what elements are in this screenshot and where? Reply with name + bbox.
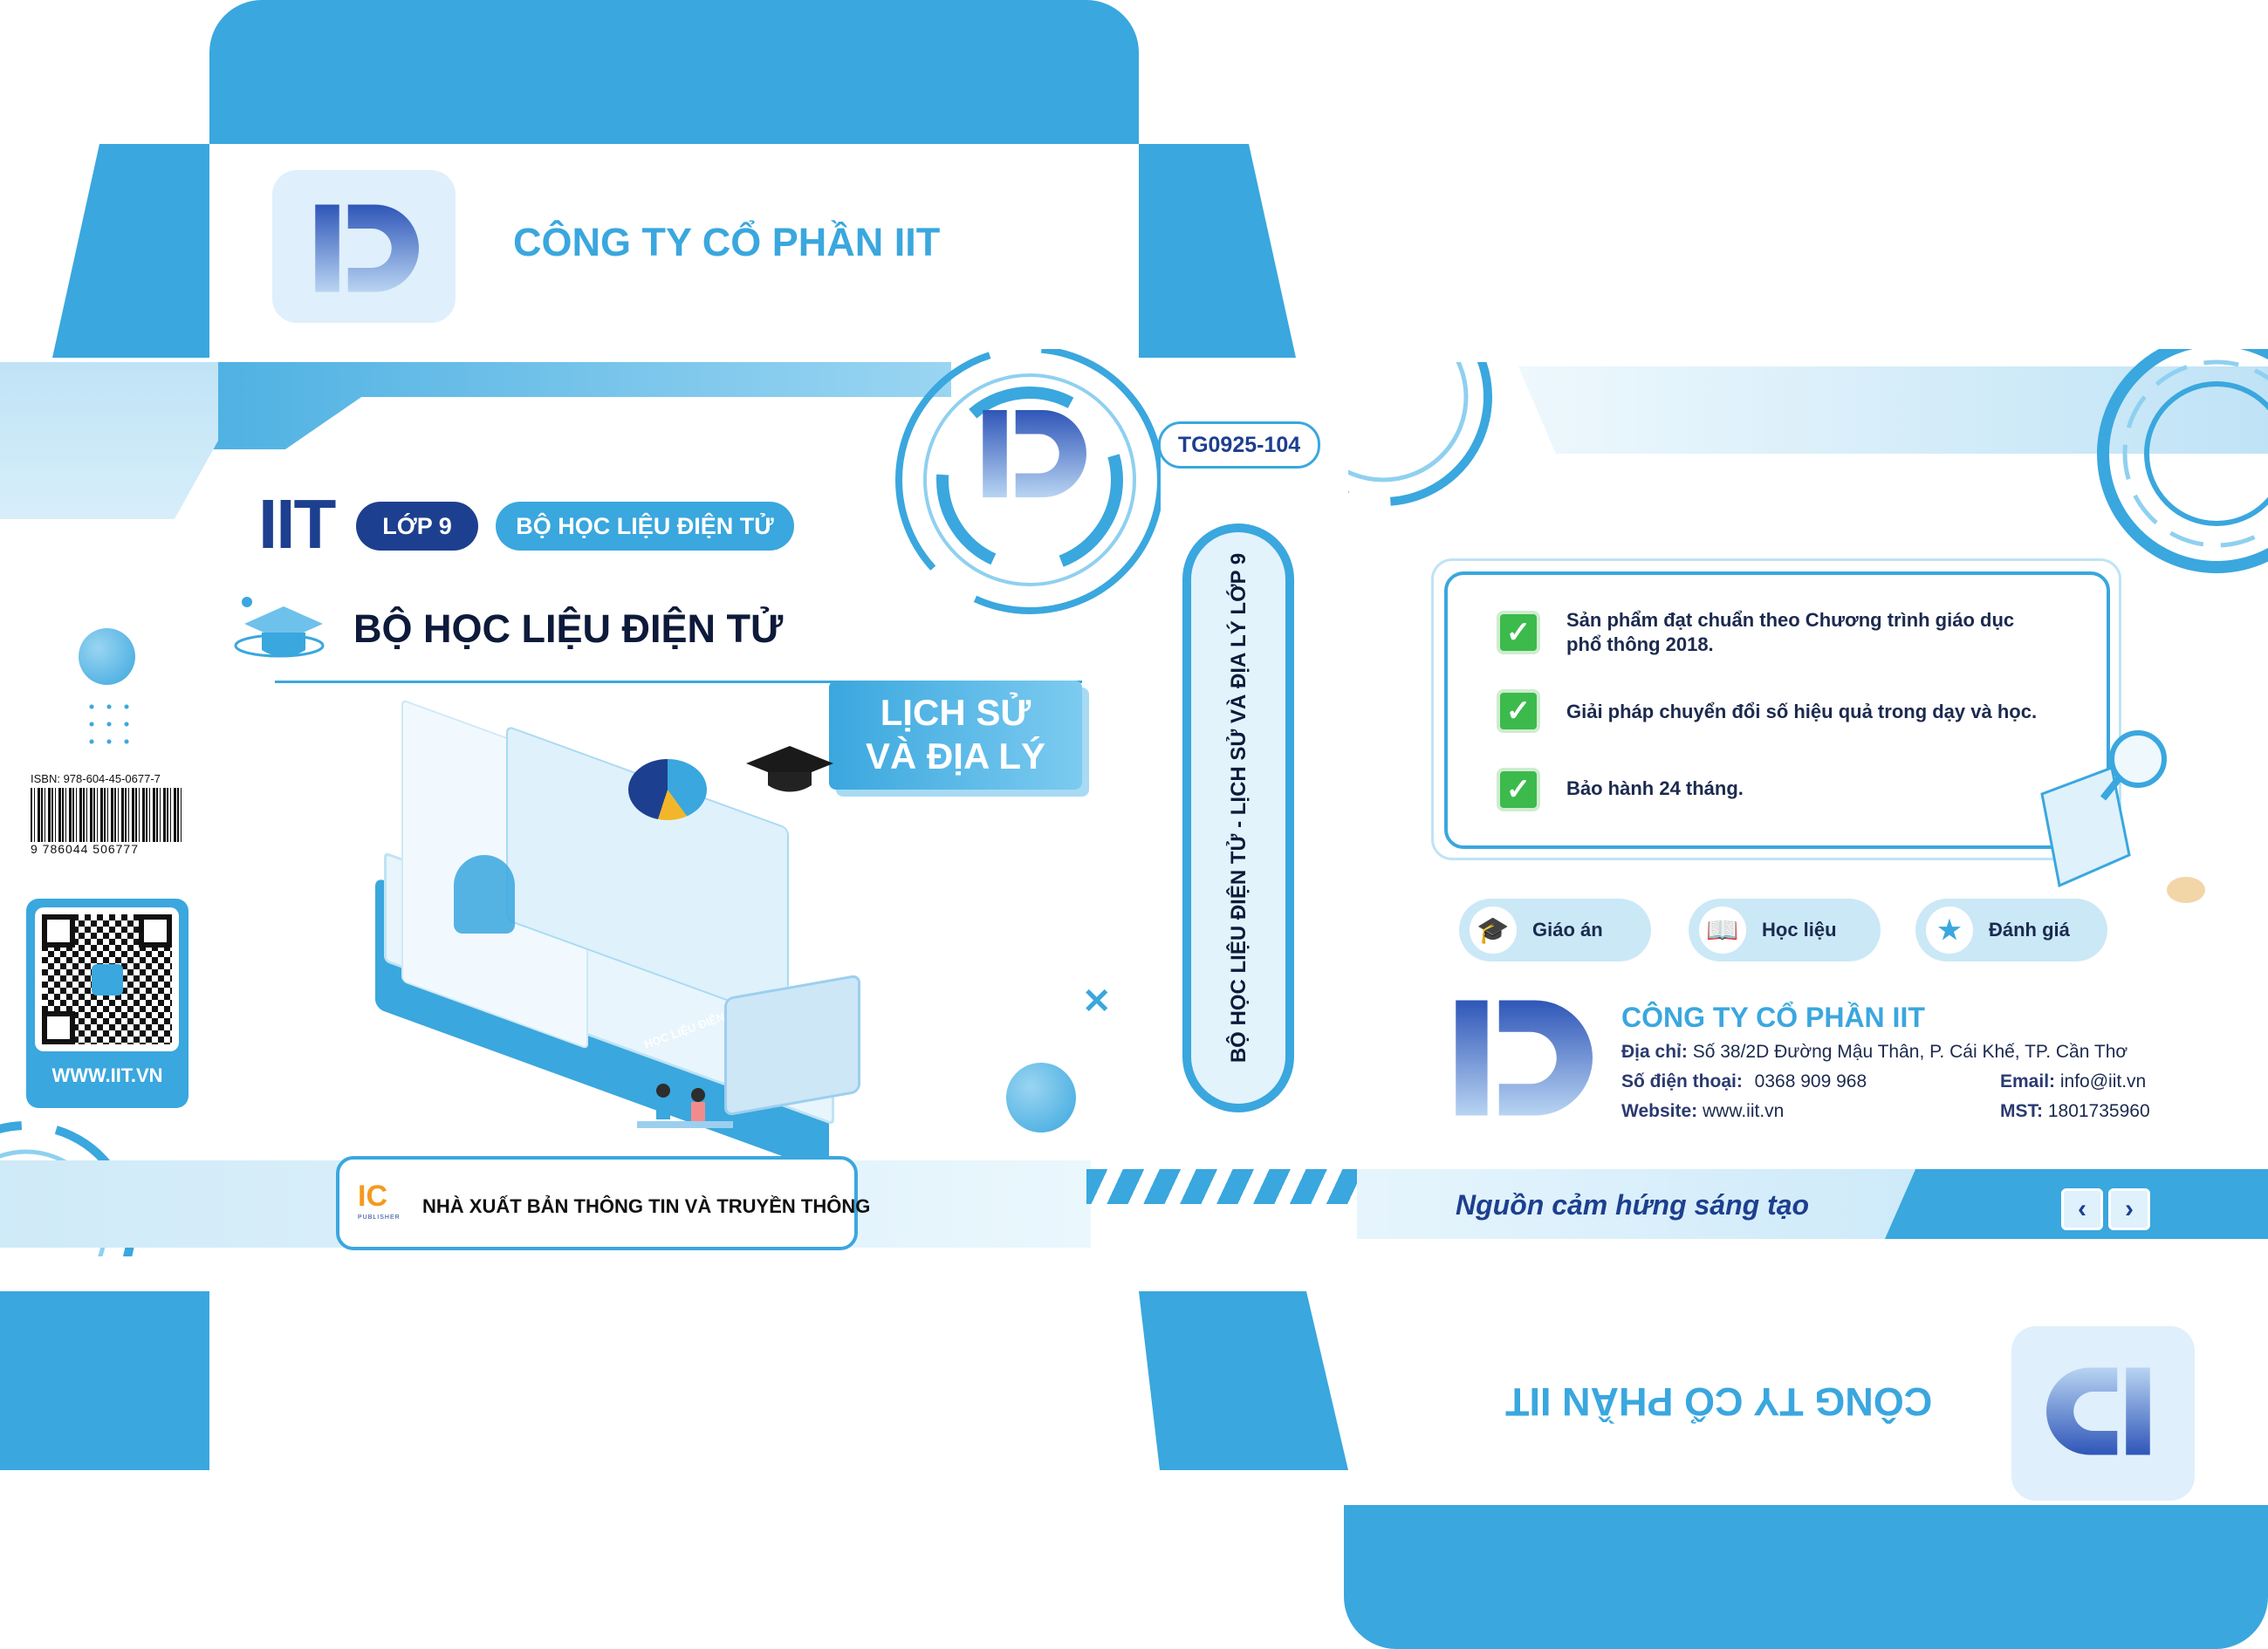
phone-value: 0368 909 968 (1754, 1071, 1867, 1091)
book-icon: 📖 (1699, 907, 1746, 954)
publisher-name: NHÀ XUẤT BẢN THÔNG TIN VÀ TRUYỀN THÔNG (422, 1195, 871, 1217)
publisher-box (336, 1156, 858, 1250)
check-icon-3: ✓ (1497, 768, 1540, 811)
left-website[interactable]: WWW.IIT.VN (51, 1064, 163, 1086)
company-logo-icon-front (983, 410, 1086, 497)
button-hoc-lieu[interactable]: 📖 Học liệu (1689, 899, 1881, 961)
title-underline (275, 681, 1082, 683)
button-hoc-lieu-label: Học liệu (1762, 919, 1837, 941)
top-side-tab-left (52, 144, 209, 358)
chevron-left-icon[interactable]: ‹ (2061, 1188, 2103, 1230)
dot-circle (1006, 1063, 1076, 1132)
features-outer (1431, 558, 2121, 860)
grade-pill: LỚP 9 (356, 502, 478, 551)
tax-value: 1801735960 (2047, 1101, 2150, 1121)
top-side-tab-right (1139, 144, 1296, 358)
tech-ring-back-left (1348, 362, 1492, 506)
website-label: Website: (1621, 1101, 1698, 1121)
top-company-name: CÔNG TY CỔ PHẦN IIT (513, 220, 941, 264)
x-decoration-icon: ✕ (1082, 982, 1112, 1021)
slogan: Nguồn cảm hứng sáng tạo (1456, 1189, 1810, 1221)
subject-badge: LỊCH SỬ VÀ ĐỊA LÝ (829, 681, 1082, 790)
dots-grid (83, 698, 135, 750)
tax-row: MST: 1801735960 (2000, 1101, 2150, 1122)
feature-3: Bảo hành 24 tháng. (1566, 777, 1744, 799)
address-value: Số 38/2D Đường Mậu Thân, P. Cái Khế, TP.… (1692, 1042, 2128, 1062)
tax-label: MST: (2000, 1101, 2043, 1121)
bottom-tab-mid (1139, 1291, 1348, 1470)
company-logo-icon (315, 204, 419, 292)
qr-code[interactable] (35, 907, 179, 1051)
tech-ring-top (895, 349, 1161, 614)
book-illustration: HỌC LIỆU ĐIỆN TỬ - LỊCH SỬ VÀ ĐỊA LÝ LỚP… (375, 698, 887, 1173)
phone-label: Số điện thoại: (1621, 1071, 1743, 1091)
spine-pill (1182, 523, 1294, 1112)
phone-row: Số điện thoại: 0368 909 968 (1621, 1071, 1867, 1092)
isbn-text: ISBN: 978-604-45-0677-7 (31, 772, 161, 785)
front-left-band (0, 362, 218, 519)
stripes-decoration (1086, 1169, 1357, 1204)
button-danh-gia-label: Đánh giá (1989, 919, 2070, 941)
back-top-band (1518, 366, 2268, 454)
newspaper-magnifier-icon (2033, 724, 2208, 916)
graduation-cap-icon: 🎓 (1470, 907, 1517, 954)
feature-1: Sản phẩm đạt chuẩn theo Chương trình giá… (1566, 609, 2015, 655)
subject-line-2: VÀ ĐỊA LÝ (865, 736, 1046, 777)
dot-circle-left (79, 628, 135, 685)
back-company-name: CÔNG TY CỔ PHẦN IIT (1621, 1002, 1925, 1033)
top-logo-tile (272, 170, 456, 323)
website-value[interactable]: www.iit.vn (1702, 1101, 1785, 1121)
graduation-cap-icon (231, 593, 327, 672)
check-icon-1: ✓ (1497, 611, 1540, 654)
series-pill: BỘ HỌC LIỆU ĐIỆN TỬ (496, 502, 794, 551)
top-flap (209, 0, 1139, 144)
button-giao-an-label: Giáo án (1532, 919, 1603, 941)
publisher-logo-icon: IC (358, 1180, 387, 1213)
email-label: Email: (2000, 1071, 2056, 1091)
address-label: Địa chỉ: (1621, 1042, 1688, 1062)
button-giao-an[interactable]: 🎓 Giáo án (1459, 899, 1651, 961)
bottom-flap (1344, 1505, 2268, 1649)
brand-iit: IIT (258, 485, 336, 563)
bottom-tab-left (0, 1291, 209, 1470)
address-row: Địa chỉ: Số 38/2D Đường Mậu Thân, P. Cái… (1621, 1042, 2128, 1063)
company-logo-icon-rotated (2046, 1367, 2150, 1455)
email-row: Email: info@iit.vn (2000, 1071, 2146, 1092)
button-danh-gia[interactable]: ★ Đánh giá (1915, 899, 2107, 961)
star-icon: ★ (1926, 907, 1973, 954)
main-title: BỘ HỌC LIỆU ĐIỆN TỬ (353, 606, 784, 651)
spine-code: TG0925-104 (1158, 421, 1320, 469)
email-value[interactable]: info@iit.vn (2059, 1071, 2147, 1091)
publisher-logo-sub: PUBLISHER (358, 1215, 401, 1221)
features-box (1444, 571, 2110, 849)
bottom-logo-tile (2011, 1326, 2195, 1501)
check-icon-2: ✓ (1497, 689, 1540, 733)
chevron-right-icon[interactable]: › (2108, 1188, 2150, 1230)
subject-line-1: LỊCH SỬ (880, 692, 1031, 733)
website-row: Website: www.iit.vn (1621, 1101, 1784, 1122)
company-logo-icon-back (1456, 1000, 1593, 1116)
barcode-digits: 9 786044 506777 (31, 842, 184, 856)
feature-2: Giải pháp chuyển đổi số hiệu quả trong d… (1566, 701, 2038, 722)
bottom-company-name: CÔNG TY CỔ PHẦN IIT (1505, 1379, 1933, 1424)
spine-text: BỘ HỌC LIỆU ĐIỆN TỬ - LỊCH SỬ VÀ ĐỊA LÝ … (1227, 552, 1250, 1064)
tech-ring-back-right (2097, 349, 2268, 573)
